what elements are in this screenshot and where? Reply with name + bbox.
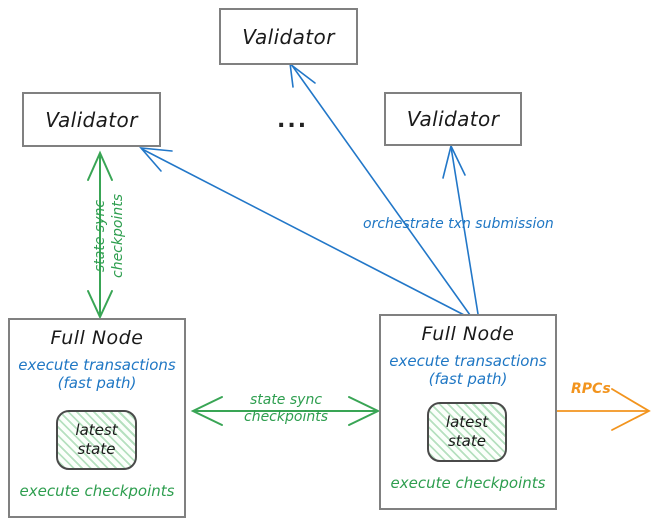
latest-state-right-label: latest state bbox=[445, 413, 489, 450]
rpcs-label: RPCs bbox=[571, 381, 611, 397]
full-node-right-title: Full Node bbox=[421, 323, 515, 345]
latest-state-left-label: latest state bbox=[75, 421, 118, 458]
state-sync-vertical-label-line1: state sync bbox=[92, 199, 108, 272]
validator-box-right[interactable]: Validator bbox=[384, 92, 522, 146]
validator-top-label: Validator bbox=[242, 24, 335, 49]
orchestrate-txn-submission-label: orchestrate txn submission bbox=[363, 216, 554, 232]
full-node-left-execute-checkpoints: execute checkpoints bbox=[19, 482, 175, 500]
latest-state-box-right[interactable]: latest state bbox=[427, 402, 507, 462]
validator-box-left[interactable]: Validator bbox=[22, 92, 161, 147]
state-sync-horizontal-label: state sync checkpoints bbox=[244, 392, 328, 426]
full-node-left-execute-transactions: execute transactions (fast path) bbox=[18, 356, 176, 393]
full-node-left-title: Full Node bbox=[50, 327, 144, 349]
latest-state-box-left[interactable]: latest state bbox=[56, 410, 137, 470]
validators-ellipsis: ... bbox=[277, 108, 309, 133]
validator-right-label: Validator bbox=[406, 107, 500, 131]
validator-box-top[interactable]: Validator bbox=[219, 8, 358, 65]
full-node-right-execute-checkpoints: execute checkpoints bbox=[390, 474, 546, 492]
state-sync-vertical-label-line2: checkpoints bbox=[110, 194, 126, 278]
validator-left-label: Validator bbox=[45, 107, 138, 132]
full-node-right-execute-transactions: execute transactions (fast path) bbox=[389, 352, 547, 389]
